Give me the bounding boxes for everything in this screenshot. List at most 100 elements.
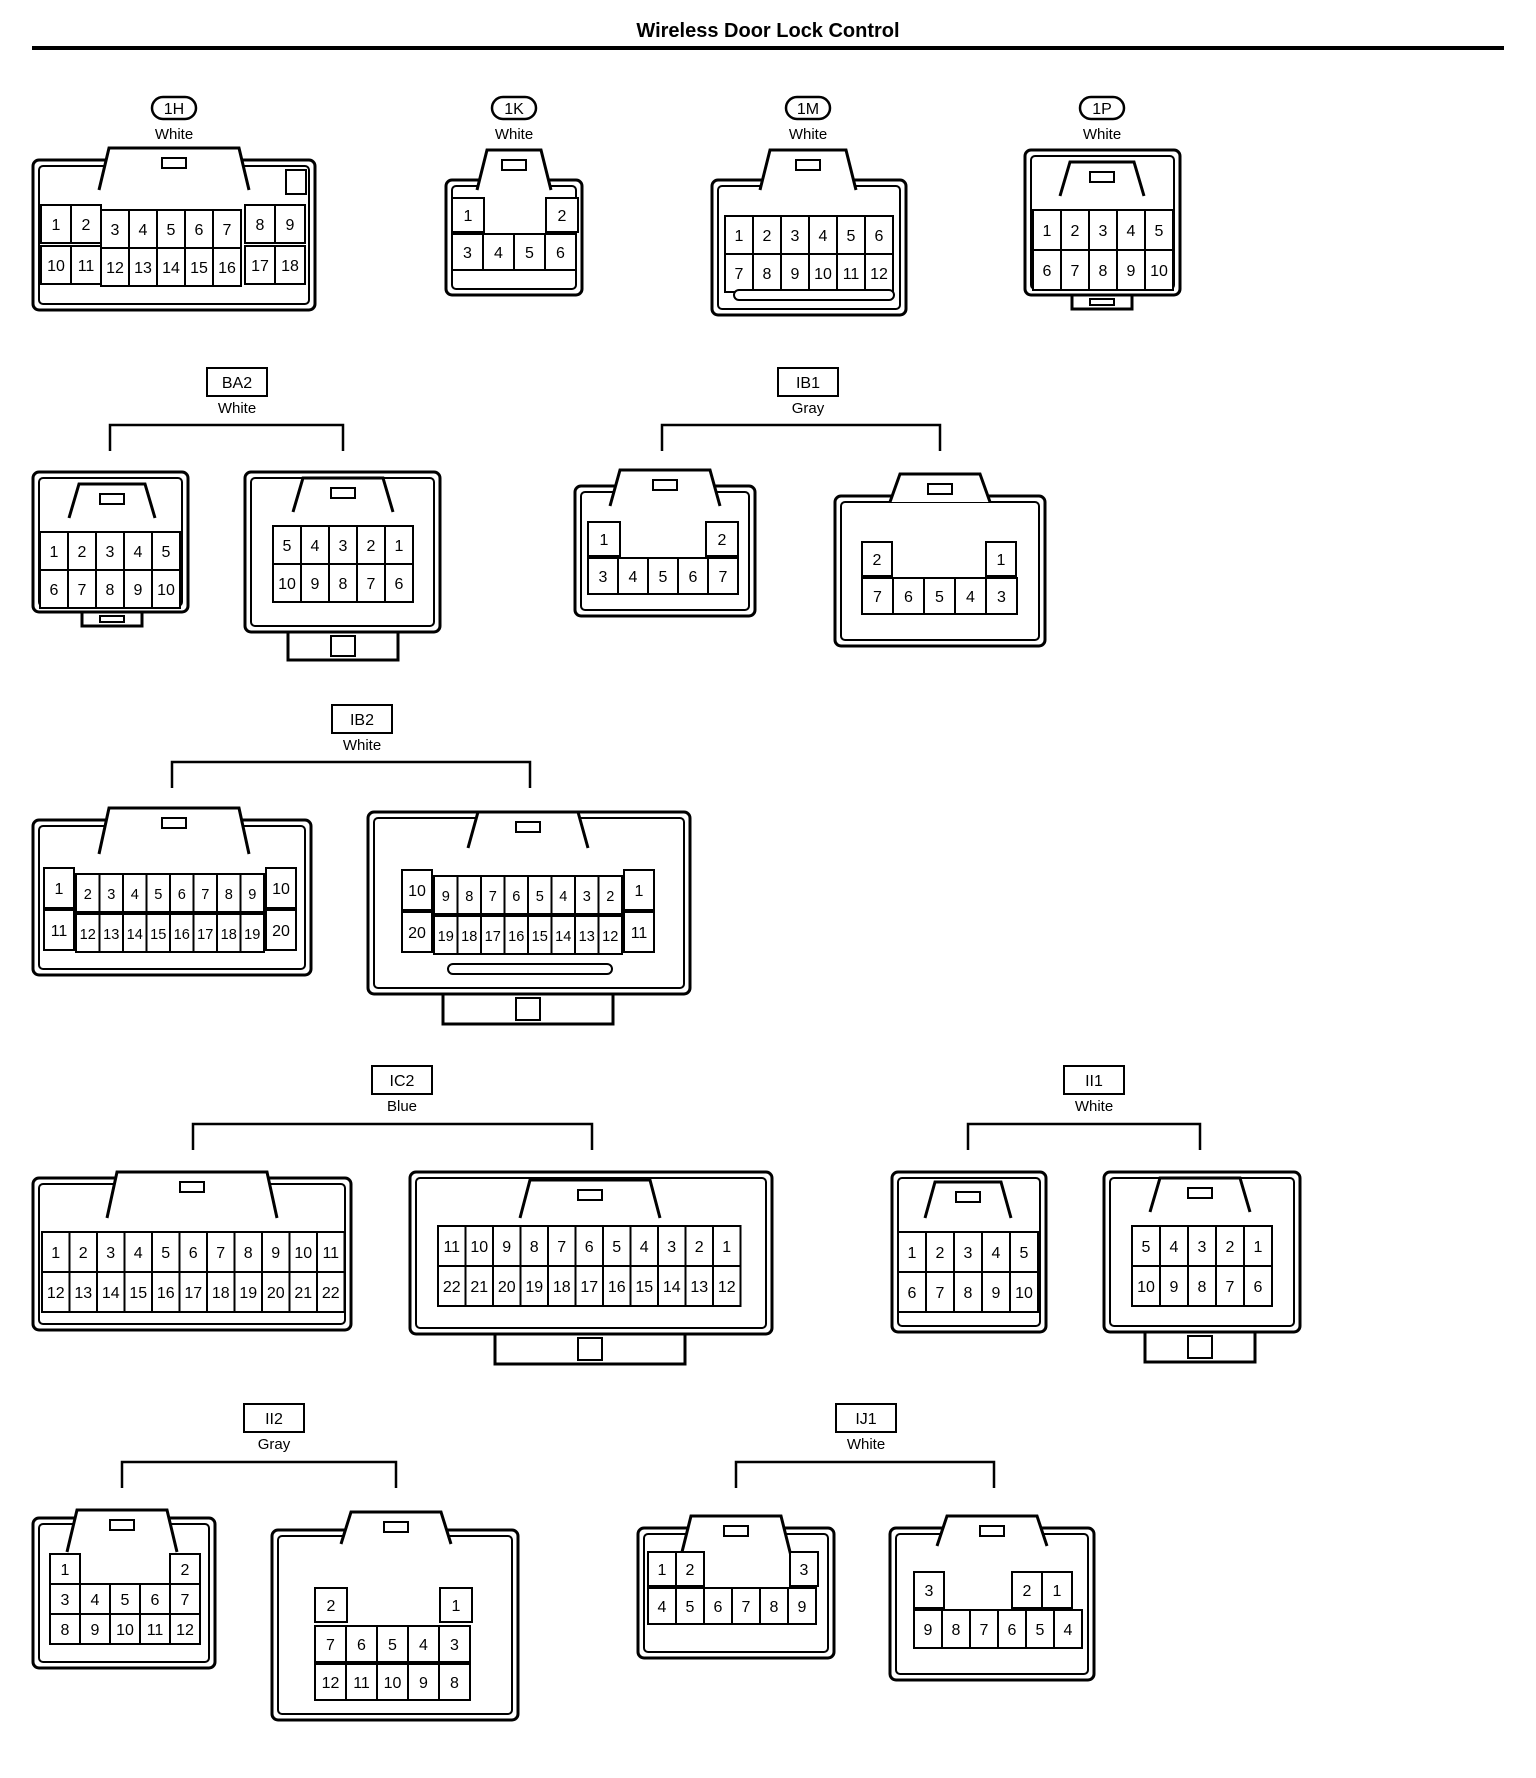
pin-number: 12 — [870, 266, 888, 283]
pin-number: 5 — [935, 589, 944, 606]
pin-cell — [545, 197, 579, 233]
pin-cell — [544, 233, 577, 271]
pin-number: 4 — [419, 1637, 428, 1654]
pin-number: 19 — [244, 927, 260, 943]
bracket — [120, 1460, 398, 1488]
pin-number: 11 — [78, 258, 95, 275]
pin-number: 5 — [121, 1592, 130, 1609]
pin-number: 9 — [992, 1285, 1001, 1302]
pin-cell — [1144, 209, 1174, 251]
pin-number: 5 — [167, 222, 176, 239]
pin-cell — [451, 197, 485, 233]
pin-number: 12 — [718, 1279, 736, 1296]
pin-cell — [623, 869, 655, 911]
pin-number: 1 — [658, 1562, 667, 1579]
pin-number: 10 — [278, 576, 296, 593]
pin-cell — [345, 1663, 378, 1701]
pin-number: 12 — [47, 1285, 65, 1302]
connector-id: IC2 — [390, 1073, 415, 1090]
pin-cell — [314, 1587, 348, 1623]
pin-cell — [925, 1271, 955, 1313]
pin-number: 3 — [450, 1637, 459, 1654]
pin-number: 8 — [244, 1245, 253, 1262]
lock-tab-slot — [109, 1519, 135, 1531]
pin-number: 5 — [847, 228, 856, 245]
pin-cell — [244, 204, 276, 244]
pin-cell — [574, 1265, 604, 1307]
pin-number: 13 — [690, 1279, 708, 1296]
pin-number: 22 — [322, 1285, 340, 1302]
pin-number: 8 — [964, 1285, 973, 1302]
pin-cell — [123, 569, 153, 609]
pin-cell — [407, 1663, 440, 1701]
pin-cell — [100, 247, 130, 287]
pin-cell — [1060, 209, 1090, 251]
pin-number: 12 — [106, 260, 124, 277]
housing-rib — [733, 289, 895, 301]
pin-number: 4 — [640, 1239, 649, 1256]
housing-foot-slot — [330, 635, 356, 657]
pin-number: 18 — [221, 927, 237, 943]
pin-number: 3 — [61, 1592, 70, 1609]
pin-cell — [997, 1609, 1027, 1649]
pin-number: 3 — [339, 538, 348, 555]
pin-cell — [70, 245, 102, 285]
pin-number: 7 — [1226, 1279, 1235, 1296]
pin-grid-ib2l: 11 — [623, 911, 655, 953]
pin-cell — [1032, 249, 1062, 291]
pin-number: 3 — [1099, 223, 1108, 240]
pin-cell — [437, 1265, 467, 1307]
pin-number: 7 — [489, 889, 497, 905]
pin-number: 7 — [223, 222, 232, 239]
pin-number: 3 — [599, 569, 608, 586]
pin-number: 2 — [79, 1245, 88, 1262]
pin-cell — [724, 253, 754, 293]
pin-grid-ii2e: 2 — [314, 1587, 348, 1623]
pin-number: 14 — [102, 1285, 120, 1302]
pin-cell — [438, 1625, 471, 1663]
pin-grid-ib1d: 2 — [861, 541, 893, 577]
pin-number: 1 — [722, 1239, 731, 1256]
pin-cell — [95, 569, 125, 609]
pin-cell — [345, 1625, 378, 1663]
pin-number: 9 — [924, 1622, 933, 1639]
pin-number: 1 — [452, 1598, 461, 1615]
pin-number: 5 — [388, 1637, 397, 1654]
pin-number: 1 — [395, 538, 404, 555]
pin-number: 16 — [174, 927, 190, 943]
pin-number: 13 — [134, 260, 152, 277]
pin-number: 8 — [450, 1675, 459, 1692]
pin-number: 8 — [1198, 1279, 1207, 1296]
pin-number: 6 — [50, 582, 59, 599]
pin-number: 8 — [61, 1622, 70, 1639]
pin-grid-ib2c: 10 — [265, 867, 297, 909]
pin-cell — [376, 1663, 409, 1701]
pin-grid-ij1b: 3 — [789, 1551, 819, 1587]
pin-number: 6 — [556, 245, 565, 262]
pin-number: 3 — [997, 589, 1006, 606]
bracket — [170, 760, 532, 788]
connector-color: White — [789, 126, 827, 143]
pin-number: 10 — [408, 883, 426, 900]
pin-number: 4 — [1170, 1239, 1179, 1256]
pin-cell — [401, 869, 433, 911]
pin-number: 21 — [470, 1279, 488, 1296]
pin-grid-ib2d: 11 — [43, 909, 75, 951]
pin-number: 4 — [134, 544, 143, 561]
pin-cell — [985, 541, 1017, 577]
pin-number: 15 — [190, 260, 208, 277]
pin-cell — [712, 1265, 742, 1307]
pin-number: 6 — [1043, 263, 1052, 280]
pin-cell — [808, 215, 838, 255]
pin-number: 1 — [635, 883, 644, 900]
